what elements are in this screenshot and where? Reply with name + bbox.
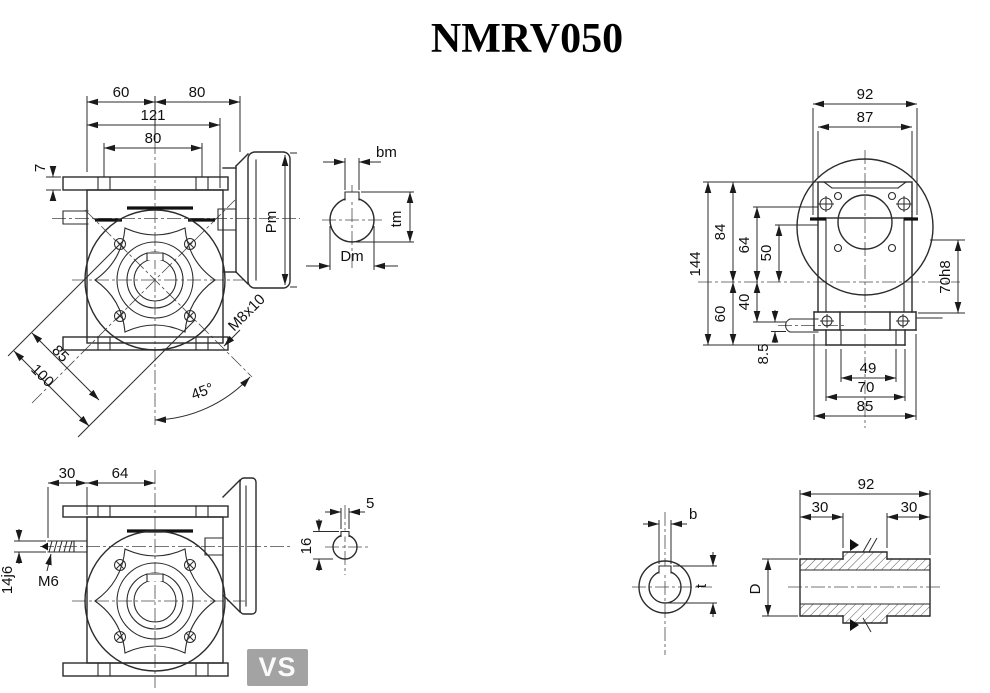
dim-label-bm: bm — [376, 144, 397, 161]
bottom-view-geometry — [40, 470, 290, 688]
dim-label-hollow-30-right: 30 — [901, 499, 918, 516]
dim-label-bore-t: t — [693, 583, 710, 588]
dim-label-front-45deg: 45° — [189, 380, 216, 404]
variant-badge: VS — [247, 649, 308, 686]
dim-label-hollow-92: 92 — [858, 476, 875, 493]
dim-label-front-80-top: 80 — [189, 84, 206, 101]
dim-label-side-84: 84 — [712, 224, 729, 241]
dim-label-hollow-d: D — [747, 583, 764, 594]
output-bore-detail-dimensions: b t — [643, 506, 717, 617]
input-shaft-detail-geometry — [322, 185, 382, 268]
dim-label-bore-b: b — [689, 506, 697, 523]
dim-label-side-40: 40 — [736, 294, 753, 311]
dim-label-side-85: 85 — [857, 398, 874, 415]
variant-badge-background — [247, 649, 308, 686]
key-section-detail-geometry — [325, 505, 368, 575]
variant-badge-label: VS — [258, 652, 296, 682]
output-bore-detail-geometry — [632, 512, 712, 655]
dim-label-bottom-30: 30 — [59, 465, 76, 482]
dim-label-side-87: 87 — [857, 109, 874, 126]
hollow-shaft-dimensions: 92 30 30 D — [747, 476, 931, 617]
dim-label-key-16: 16 — [298, 538, 315, 555]
dim-label-bottom-m6: M6 — [38, 573, 59, 590]
dim-label-side-49: 49 — [860, 360, 877, 377]
side-view-dimensions: 92 87 144 84 64 50 60 40 8.5 70h8 49 70 … — [687, 86, 965, 420]
page-title: NMRV050 — [431, 16, 623, 62]
dim-label-bottom-14j6: 14j6 — [0, 566, 16, 594]
dim-label-front-7: 7 — [32, 164, 49, 172]
input-shaft-detail-dimensions: bm tm Dm — [306, 144, 414, 270]
hollow-shaft-geometry — [788, 537, 942, 633]
dim-label-side-70h8: 70h8 — [937, 260, 954, 293]
dim-label-side-144: 144 — [687, 251, 704, 276]
side-view-geometry — [698, 150, 960, 428]
dim-label-front-80-bolts: 80 — [145, 130, 162, 147]
dim-label-side-50: 50 — [758, 245, 775, 262]
dim-label-side-92: 92 — [857, 86, 874, 103]
dim-label-key-5: 5 — [366, 495, 374, 512]
dim-label-tm: tm — [388, 211, 405, 228]
dim-label-side-70: 70 — [858, 379, 875, 396]
key-section-detail-dimensions: 5 16 — [298, 495, 374, 571]
dim-label-bottom-64: 64 — [112, 465, 129, 482]
dim-label-front-60: 60 — [113, 84, 130, 101]
dim-label-front-121: 121 — [140, 107, 165, 124]
dim-label-side-64: 64 — [736, 237, 753, 254]
front-view-geometry — [31, 140, 300, 425]
dim-label-side-60: 60 — [712, 306, 729, 323]
dim-label-side-8-5: 8.5 — [755, 344, 772, 365]
bottom-view-dimensions: 30 64 14j6 M6 — [0, 465, 155, 594]
dim-label-dm: Dm — [340, 248, 363, 265]
dim-label-front-pm: Pm — [263, 211, 280, 234]
dim-label-hollow-30-left: 30 — [812, 499, 829, 516]
